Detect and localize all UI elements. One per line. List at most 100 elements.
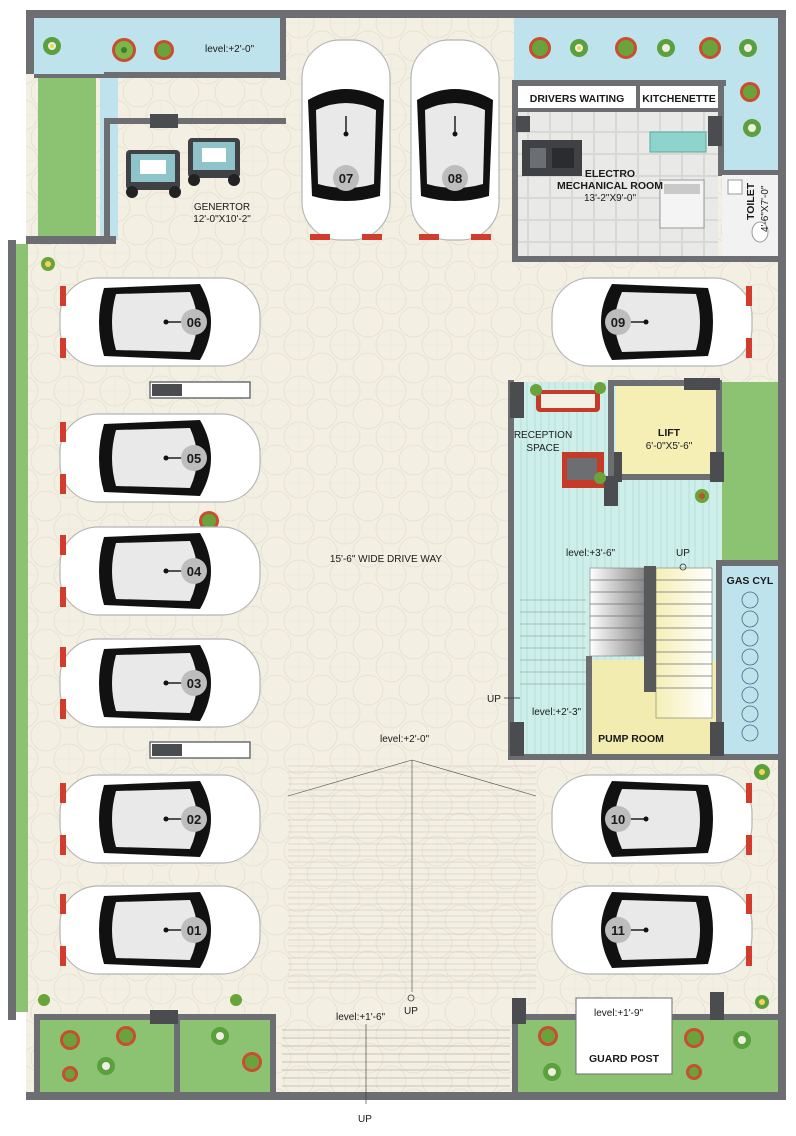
up-ramp-mid-marker: UP xyxy=(404,1006,418,1017)
parked-car: 09 xyxy=(551,277,753,367)
car-number-badge: 08 xyxy=(442,165,468,191)
car-number-badge: 02 xyxy=(181,806,207,832)
generator-icon xyxy=(126,138,240,198)
column xyxy=(150,114,178,128)
parked-car: 11 xyxy=(551,885,753,975)
gas-cylinder-bay xyxy=(722,566,778,754)
potted-plant-icon xyxy=(112,38,136,62)
lift-size: 6'-0"X5'-6" xyxy=(646,441,693,452)
staircase xyxy=(589,566,713,719)
car-number-badge: 01 xyxy=(181,917,207,943)
left-lawn-strip xyxy=(16,244,28,1012)
antenna-dot xyxy=(452,131,458,137)
potted-plant-icon xyxy=(686,1064,702,1080)
antenna-dot xyxy=(343,131,349,137)
gas-cylinders xyxy=(741,591,759,742)
parked-car: 03 xyxy=(59,638,261,728)
tail-light xyxy=(60,422,66,442)
tail-light xyxy=(746,946,752,966)
electro-label-2: MECHANICAL ROOM xyxy=(557,180,663,192)
plant-icon xyxy=(594,472,606,484)
ramp-guide-lines xyxy=(287,759,537,992)
antenna-dot xyxy=(643,816,649,822)
car-number-badge: 10 xyxy=(605,806,631,832)
plant-icon xyxy=(211,1027,229,1045)
parked-car: 06 xyxy=(59,277,261,367)
drivers-waiting-room xyxy=(518,86,636,108)
potted-plant-icon xyxy=(740,82,760,102)
car-number: 05 xyxy=(187,451,201,466)
plant-icon xyxy=(230,994,242,1006)
left-top-walls xyxy=(26,18,286,244)
level-top-left: level:+2'-0" xyxy=(205,44,255,55)
up-arrow-dot xyxy=(679,563,687,571)
car-number-badge: 09 xyxy=(605,309,631,335)
potted-plant-icon xyxy=(699,37,721,59)
guard-post-label: GUARD POST xyxy=(589,1053,660,1065)
plant-icon xyxy=(530,384,542,396)
car-cabin xyxy=(615,789,700,849)
car-number-badge: 11 xyxy=(605,917,631,943)
column xyxy=(516,116,530,132)
car-number: 07 xyxy=(339,171,353,186)
car-cabin xyxy=(112,292,197,352)
car-number: 03 xyxy=(187,676,201,691)
tail-light xyxy=(746,835,752,855)
column xyxy=(710,722,724,756)
column xyxy=(708,116,722,146)
tail-light xyxy=(60,338,66,358)
bottom-left-lawn-1 xyxy=(40,1020,174,1092)
plant-icon xyxy=(695,489,709,503)
lift-shaft xyxy=(616,386,722,480)
potted-plant-icon xyxy=(529,37,551,59)
antenna-dot xyxy=(163,680,169,686)
plant-icon xyxy=(754,764,770,780)
tail-light xyxy=(419,234,439,240)
entrance-ramp xyxy=(282,1024,510,1104)
potted-plant-icon xyxy=(199,511,219,531)
plant-icon xyxy=(570,39,588,57)
plant-icon xyxy=(41,257,55,271)
tail-light xyxy=(60,647,66,667)
level-mid-ramp: level:+2'-0" xyxy=(380,734,430,745)
level-guard: level:+1'-9" xyxy=(594,1008,644,1019)
plant-icon xyxy=(594,382,606,394)
parked-car: 10 xyxy=(551,774,753,864)
antenna-dot xyxy=(163,816,169,822)
car-number: 10 xyxy=(611,812,625,827)
car-cabin xyxy=(316,103,376,188)
potted-plant-icon xyxy=(615,37,637,59)
kitchenette-label: KITCHENETTE xyxy=(642,93,716,105)
column xyxy=(684,378,720,390)
level-stair-landing: level:+2'-3" xyxy=(532,707,582,718)
car-cabin xyxy=(112,541,197,601)
car-number-badge: 03 xyxy=(181,670,207,696)
parked-car: 05 xyxy=(59,413,261,503)
plant-icon xyxy=(543,1063,561,1081)
potted-plant-icon xyxy=(116,1026,136,1046)
pump-room-label: PUMP ROOM xyxy=(598,733,664,745)
car-cabin xyxy=(112,900,197,960)
column xyxy=(152,744,182,756)
tail-light xyxy=(471,234,491,240)
up-arrow-dot xyxy=(407,994,415,1002)
car-number-badge: 05 xyxy=(181,445,207,471)
tail-light xyxy=(60,535,66,555)
tail-light xyxy=(746,894,752,914)
car-number: 01 xyxy=(187,923,201,938)
electro-size: 13'-2"X9'-0" xyxy=(584,193,637,204)
plant-icon xyxy=(97,1057,115,1075)
plant-icon xyxy=(38,994,50,1006)
plant-icon xyxy=(657,39,675,57)
tail-light xyxy=(60,783,66,803)
car-cabin xyxy=(112,653,197,713)
column xyxy=(510,722,524,756)
tail-light xyxy=(60,894,66,914)
reception-label-1: RECEPTION xyxy=(514,430,572,441)
parked-car: 02 xyxy=(59,774,261,864)
column xyxy=(150,1010,178,1024)
top-left-pool-edge xyxy=(34,74,104,78)
plant-icon xyxy=(733,1031,751,1049)
